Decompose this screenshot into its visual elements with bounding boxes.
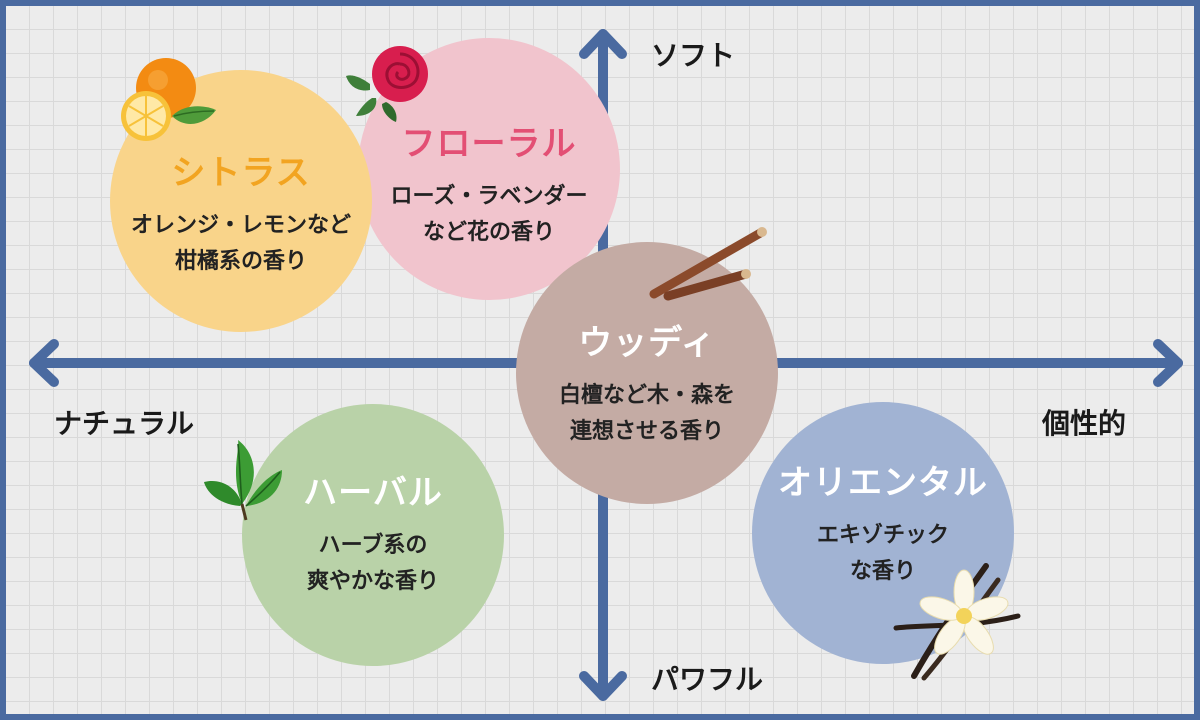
axis-label-right: 個性的: [1042, 407, 1127, 440]
woody-description: 白檀など木・森を 連想させる香り: [558, 382, 735, 444]
oriental-title: オリエンタル: [778, 462, 988, 503]
citrus-description: オレンジ・レモンなど 柑橘系の香り: [130, 212, 351, 274]
rose-icon: [346, 46, 428, 122]
herbal-title: ハーバル: [303, 472, 443, 513]
up-arrow-head: [579, 29, 627, 59]
orange-icon: [121, 58, 216, 141]
floral-title: フローラル: [401, 123, 577, 164]
citrus-title: シトラス: [171, 152, 311, 193]
leaf-icon: [204, 440, 282, 521]
herbal-description: ハーブ系の 爽やかな香り: [306, 532, 439, 594]
woody-title: ウッディ: [578, 322, 716, 363]
vanilla-flower-icon: [893, 563, 1021, 681]
down-arrow-head: [579, 671, 627, 701]
wood-sticks-icon: [649, 227, 767, 301]
axis-label-bottom: パワフル: [651, 663, 764, 696]
left-arrow-head: [29, 339, 59, 387]
axis-label-top: ソフト: [651, 39, 736, 72]
floral-description: ローズ・ラベンダー など花の香り: [390, 183, 588, 245]
oriental-description: エキゾチック な香り: [816, 522, 949, 584]
herbal-circle: ハーバル ハーブ系の 爽やかな香り: [242, 404, 504, 666]
right-arrow-head: [1153, 339, 1183, 387]
woody-circle: ウッディ 白檀など木・森を 連想させる香り: [516, 242, 778, 504]
axis-label-left: ナチュラル: [54, 407, 195, 440]
